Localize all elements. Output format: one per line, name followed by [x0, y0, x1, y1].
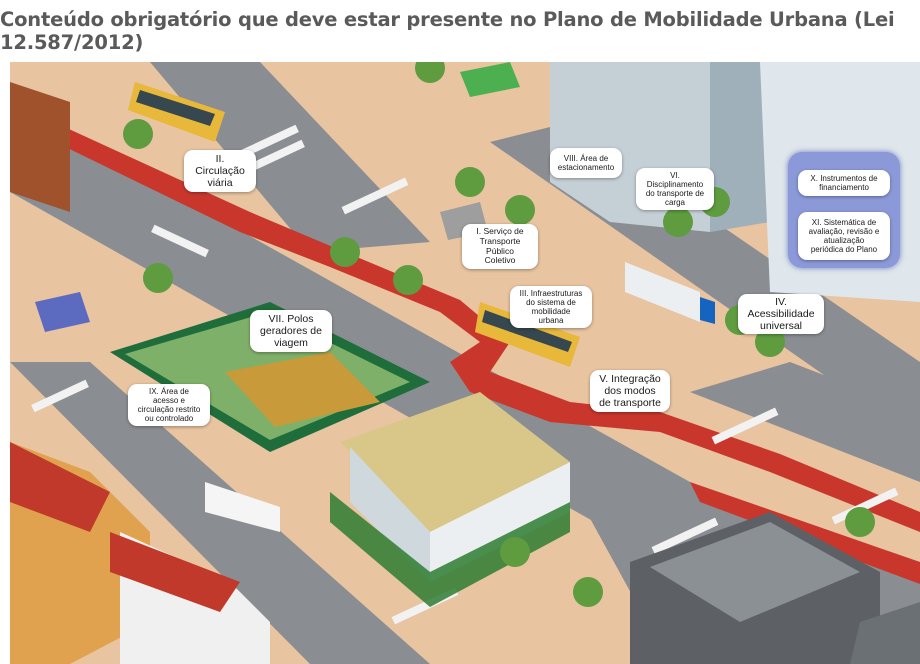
label-infraestruturas: III. Infraestruturas do sistema de mobil…	[510, 286, 592, 328]
city-illustration: II. Circulação viária I. Serviço de Tran…	[10, 62, 920, 664]
label-circulacao-viaria: II. Circulação viária	[184, 150, 256, 192]
label-polos-geradores: VII. Polos geradores de viagem	[250, 310, 332, 352]
city-scene	[10, 62, 920, 664]
label-financiamento: X. Instrumentos de financiamento	[798, 170, 890, 196]
label-acessibilidade: IV. Acessibilidade universal	[738, 294, 824, 334]
label-integracao-modos: V. Integração dos modos de transporte	[590, 370, 670, 412]
label-transporte-carga: VI. Disciplinamento do transporte de car…	[636, 168, 714, 210]
label-area-restrita: IX. Área de acesso e circulação restrito…	[128, 384, 210, 426]
label-estacionamento: VIII. Área de estacionamento	[550, 148, 622, 178]
page-title: Conteúdo obrigatório que deve estar pres…	[0, 8, 895, 54]
label-transporte-publico: I. Serviço de Transporte Público Coletiv…	[462, 224, 538, 269]
label-avaliacao-plano: XI. Sistemática de avaliação, revisão e …	[798, 212, 890, 260]
